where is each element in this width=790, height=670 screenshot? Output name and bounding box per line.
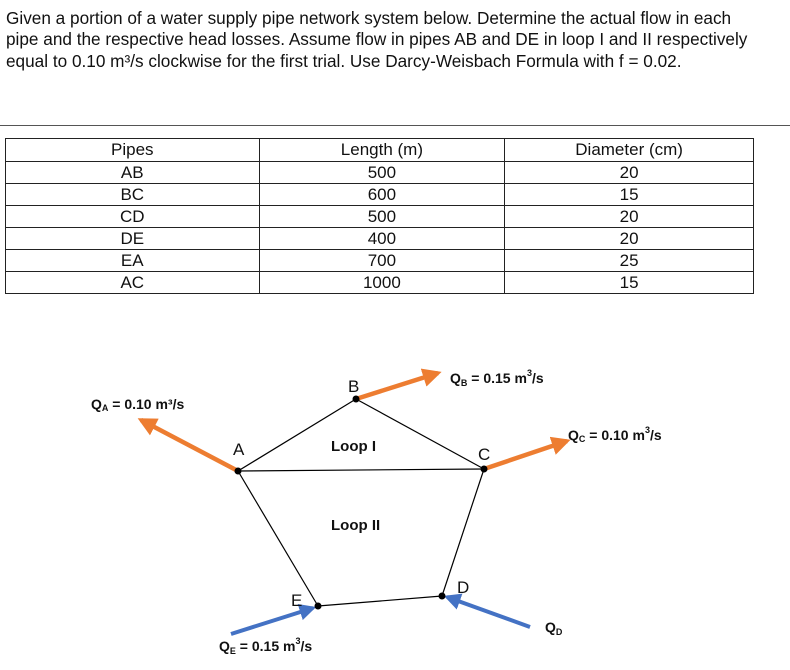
flow-label-qc-sub: C (579, 434, 586, 444)
flow-arrow-e (230, 604, 317, 636)
table-row: AB 500 20 (5, 161, 754, 184)
node-label-e: E (291, 591, 302, 610)
table-row: EA 700 25 (5, 249, 754, 272)
pipe-network-diagram: A B C D E Loop I Loop II QA = 0.10 m³/s … (91, 368, 662, 656)
junction-d (438, 592, 446, 600)
flow-label-qd: QD (545, 619, 563, 637)
junction-a (234, 467, 242, 475)
cell-diameter: 20 (504, 205, 754, 228)
cell-pipe: CD (5, 205, 260, 228)
flow-label-qb-q: Q (450, 370, 461, 386)
flow-label-qb: QB = 0.15 m3/s (450, 368, 544, 388)
flow-label-qc-q: Q (568, 427, 579, 443)
flow-label-qc-sup: 3 (645, 425, 650, 435)
flow-arrow-c (483, 436, 571, 472)
loop-label-two: Loop II (331, 517, 380, 534)
node-label-d: D (457, 578, 469, 597)
flow-arrow-d (443, 593, 531, 629)
flow-label-qb-value: = 0.15 m (467, 370, 527, 386)
flow-label-qd-sub: D (556, 627, 563, 637)
cell-diameter: 20 (504, 161, 754, 184)
cell-length: 600 (258, 183, 506, 206)
flow-label-qe: QE = 0.15 m3/s (219, 636, 312, 656)
flow-label-qe-sub: E (230, 646, 236, 656)
pipe-ab (237, 398, 357, 472)
flow-label-qa-sub: A (102, 403, 109, 413)
cell-length: 1000 (258, 271, 506, 294)
flow-label-qb-sup: 3 (527, 368, 532, 378)
flow-arrow-a (137, 418, 240, 473)
flow-label-qc-tail: /s (650, 427, 662, 443)
table-row: BC 600 15 (5, 183, 754, 206)
flow-label-qe-tail: /s (300, 638, 312, 654)
loop-label-one: Loop I (331, 438, 376, 455)
flow-label-qa-value: = 0.10 m³/s (108, 396, 184, 412)
node-label-c: C (478, 445, 490, 464)
pipe-bc (355, 398, 485, 470)
flow-label-qa: QA = 0.10 m³/s (91, 396, 184, 413)
cell-length: 500 (258, 161, 506, 184)
header-pipes: Pipes (5, 138, 260, 162)
junction-c (480, 465, 488, 473)
cell-pipe: DE (5, 227, 260, 250)
table-header-row: Pipes Length (m) Diameter (cm) (5, 138, 754, 162)
cell-diameter: 15 (504, 183, 754, 206)
cell-length: 400 (258, 227, 506, 250)
flow-label-qe-sup: 3 (295, 636, 300, 646)
flow-label-qc: QC = 0.10 m3/s (568, 425, 662, 444)
table-row: AC 1000 15 (5, 271, 754, 294)
problem-statement: Given a portion of a water supply pipe n… (6, 8, 748, 71)
divider (0, 125, 790, 126)
cell-pipe: AC (5, 271, 260, 294)
cell-pipe: BC (5, 183, 260, 206)
node-label-b: B (348, 377, 359, 396)
pipe-ac (237, 468, 485, 472)
node-label-a: A (233, 440, 245, 459)
flow-label-qe-q: Q (219, 638, 230, 654)
junction-e (314, 602, 322, 610)
pipe-de (317, 595, 443, 607)
junction-b (352, 395, 360, 403)
table-row: CD 500 20 (5, 205, 754, 228)
header-diameter: Diameter (cm) (504, 138, 754, 162)
cell-pipe: EA (5, 249, 260, 272)
flow-label-qd-q: Q (545, 619, 556, 635)
table-row: DE 400 20 (5, 227, 754, 250)
cell-diameter: 15 (504, 271, 754, 294)
flow-label-qc-value: = 0.10 m (585, 427, 645, 443)
flow-label-qb-tail: /s (532, 370, 544, 386)
flow-label-qb-sub: B (461, 378, 468, 388)
flow-label-qa-q: Q (91, 396, 102, 412)
flow-label-qe-value: = 0.15 m (236, 638, 296, 654)
cell-length: 700 (258, 249, 506, 272)
pipe-cd (441, 468, 485, 597)
cell-length: 500 (258, 205, 506, 228)
cell-diameter: 25 (504, 249, 754, 272)
pipe-ea (237, 470, 319, 607)
cell-diameter: 20 (504, 227, 754, 250)
header-length: Length (m) (258, 138, 506, 162)
cell-pipe: AB (5, 161, 260, 184)
flow-arrow-b (355, 368, 442, 402)
pipe-data-table: Pipes Length (m) Diameter (cm) AB 500 20… (5, 138, 754, 294)
